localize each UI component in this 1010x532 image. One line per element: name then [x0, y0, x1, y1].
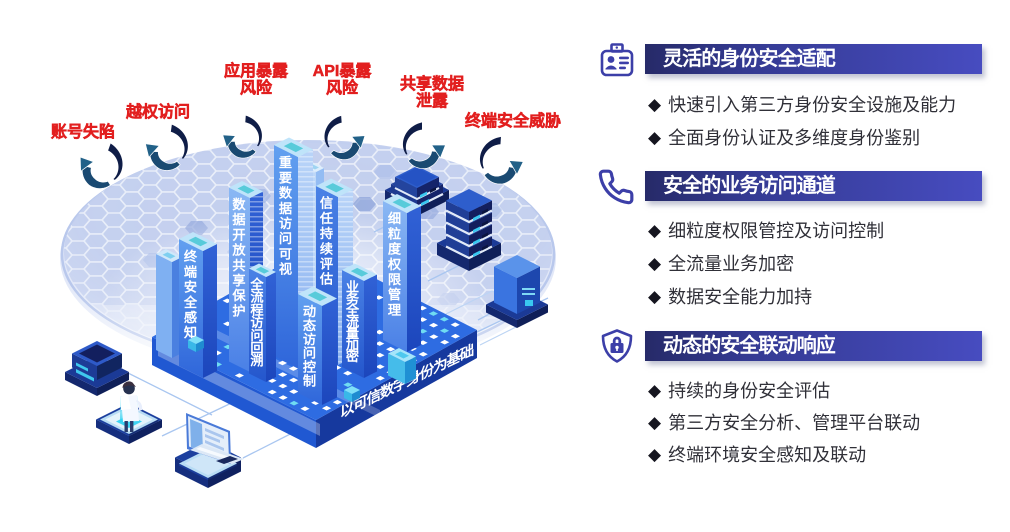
- svg-text:程: 程: [250, 302, 263, 317]
- svg-text:访: 访: [279, 215, 292, 231]
- svg-text:护: 护: [232, 302, 245, 318]
- svg-text:终: 终: [184, 248, 198, 264]
- svg-text:回: 回: [250, 341, 263, 356]
- svg-text:知: 知: [184, 324, 197, 340]
- svg-text:制: 制: [303, 372, 316, 388]
- svg-text:动: 动: [303, 304, 316, 319]
- svg-text:访: 访: [303, 331, 316, 347]
- svg-text:业: 业: [346, 280, 359, 295]
- svg-text:密: 密: [346, 348, 359, 364]
- svg-text:溯: 溯: [250, 352, 263, 368]
- svg-text:持: 持: [320, 225, 333, 241]
- svg-text:估: 估: [319, 271, 333, 287]
- svg-text:享: 享: [232, 272, 245, 288]
- svg-text:粒: 粒: [388, 225, 401, 241]
- svg-text:量: 量: [346, 326, 359, 341]
- svg-text:态: 态: [303, 317, 317, 333]
- svg-text:开: 开: [232, 227, 245, 242]
- svg-text:细: 细: [388, 210, 401, 226]
- svg-text:加: 加: [345, 338, 359, 353]
- svg-text:限: 限: [388, 272, 402, 287]
- svg-text:共: 共: [232, 257, 245, 273]
- svg-text:可: 可: [279, 246, 292, 261]
- svg-text:要: 要: [279, 170, 292, 185]
- svg-text:流: 流: [346, 313, 359, 329]
- svg-text:数: 数: [279, 185, 293, 201]
- svg-text:全: 全: [183, 294, 198, 310]
- svg-text:任: 任: [319, 210, 333, 226]
- svg-text:据: 据: [279, 200, 292, 216]
- svg-text:据: 据: [232, 211, 245, 227]
- svg-text:务: 务: [346, 290, 360, 306]
- svg-text:感: 感: [184, 309, 197, 325]
- svg-text:访: 访: [250, 314, 263, 330]
- svg-text:评: 评: [320, 257, 333, 272]
- svg-text:控: 控: [303, 359, 316, 375]
- svg-text:数: 数: [232, 196, 246, 212]
- svg-text:管: 管: [388, 286, 401, 302]
- svg-text:放: 放: [231, 242, 246, 258]
- svg-text:度: 度: [388, 241, 402, 257]
- svg-text:全: 全: [345, 302, 360, 318]
- svg-text:安: 安: [184, 279, 197, 295]
- svg-text:理: 理: [388, 302, 401, 317]
- svg-text:重: 重: [279, 154, 292, 170]
- svg-text:信: 信: [320, 195, 333, 211]
- svg-text:端: 端: [184, 263, 197, 279]
- svg-text:问: 问: [279, 230, 292, 246]
- svg-text:保: 保: [231, 287, 246, 303]
- svg-text:视: 视: [279, 261, 292, 277]
- svg-text:权: 权: [387, 256, 402, 272]
- svg-text:流: 流: [250, 289, 263, 305]
- svg-text:问: 问: [303, 345, 316, 361]
- svg-text:问: 问: [250, 327, 263, 343]
- svg-text:全: 全: [249, 276, 264, 292]
- svg-text:续: 续: [320, 240, 333, 256]
